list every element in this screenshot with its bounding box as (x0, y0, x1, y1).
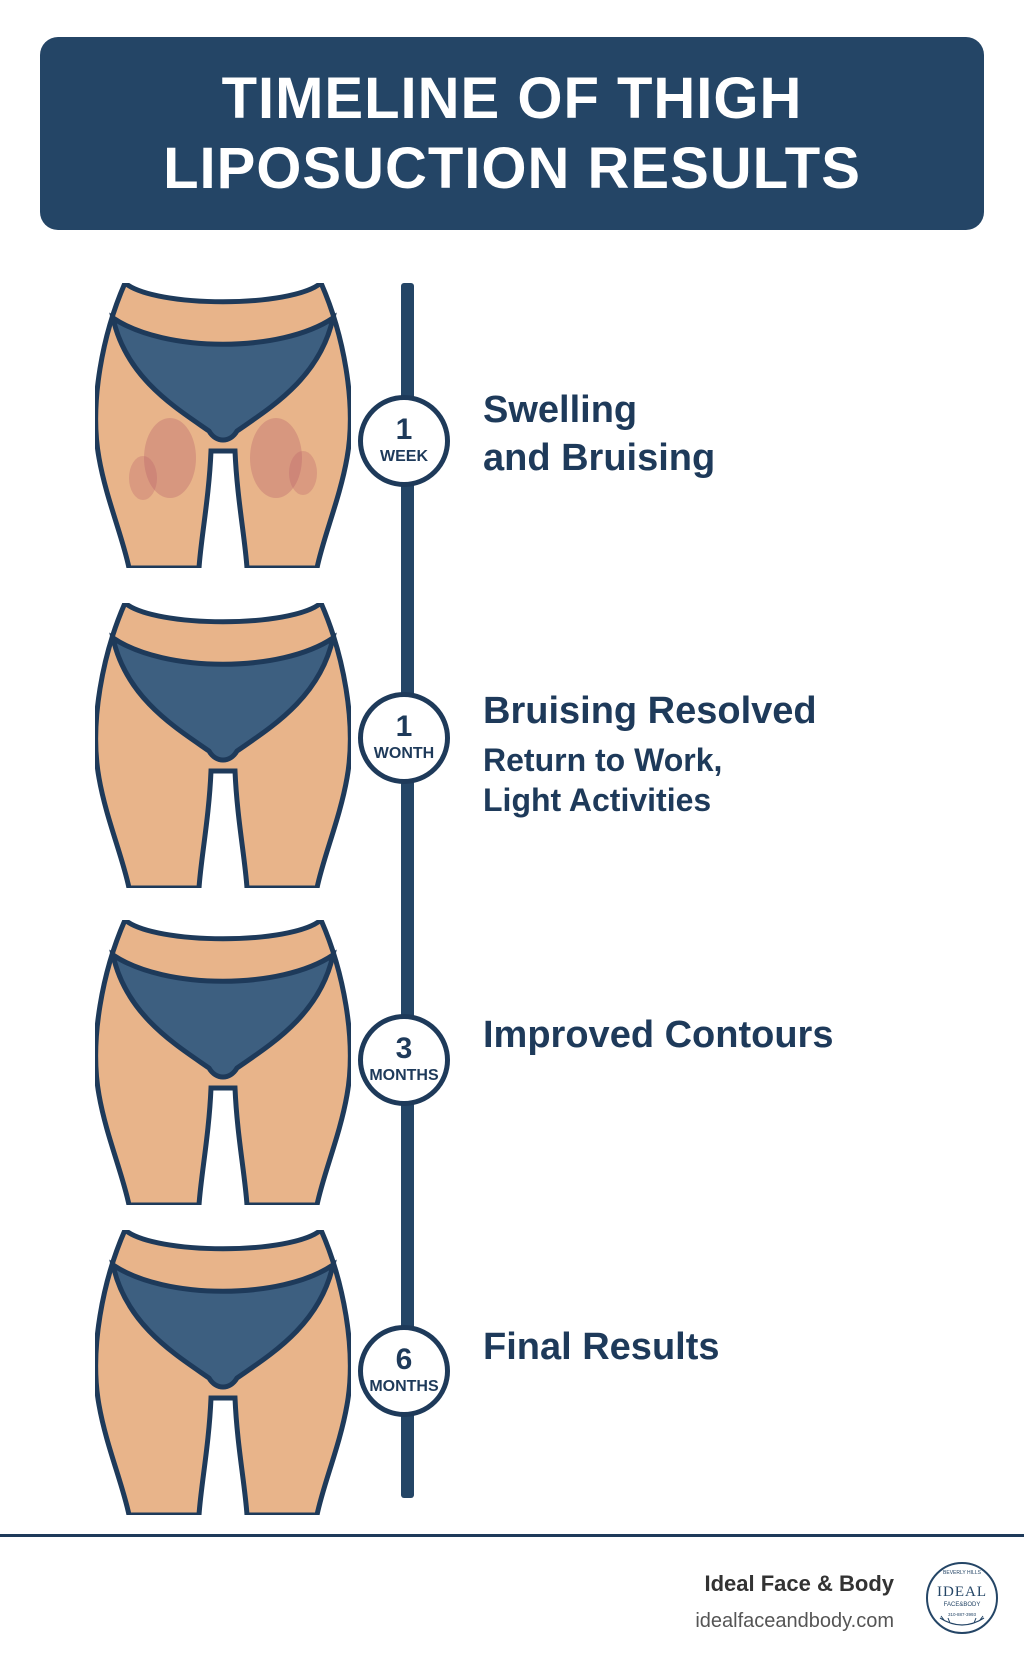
marker-unit: WEEK (380, 448, 428, 465)
timeline-marker-1-month: 1 WONTH (358, 692, 450, 784)
brand-name: Ideal Face & Body (704, 1571, 894, 1596)
marker-number: 3 (395, 1032, 413, 1065)
timeline-marker-6-months: 6 MONTHS (358, 1325, 450, 1417)
step-title-line-2: and Bruising (483, 437, 716, 479)
step-title: Improved Contours (483, 1014, 834, 1056)
step-title-line-1: Swelling (483, 389, 638, 431)
marker-unit: WONTH (373, 745, 435, 762)
marker-number: 1 (395, 710, 413, 743)
marker-unit: MONTHS (369, 1378, 439, 1395)
timeline-marker-3-months: 3 MONTHS (358, 1014, 450, 1106)
svg-text:FACE&BODY: FACE&BODY (944, 1602, 981, 1608)
thigh-illustration-1-week (95, 283, 351, 568)
svg-text:310-887-3993: 310-887-3993 (948, 1612, 977, 1617)
page-title-line-2: LIPOSUCTION RESULTS (163, 135, 861, 201)
step-title: Final Results (483, 1326, 720, 1368)
header-banner: TIMELINE OF THIGH LIPOSUCTION RESULTS (40, 37, 984, 230)
step-subtitle-line-2: Light Activities (483, 782, 712, 818)
marker-number: 1 (395, 413, 413, 446)
brand-url[interactable]: idealfaceandbody.com (695, 1610, 894, 1632)
thigh-illustration-3-months (95, 920, 351, 1205)
step-subtitle-line-1: Return to Work, (483, 742, 723, 778)
timeline-spine (401, 283, 414, 1498)
svg-text:BEVERLY HILLS: BEVERLY HILLS (943, 1570, 982, 1576)
page-title-line-1: TIMELINE OF THIGH (221, 65, 803, 131)
step-title: Bruising Resolved (483, 690, 817, 732)
marker-number: 6 (395, 1343, 413, 1376)
svg-text:IDEAL: IDEAL (937, 1584, 987, 1600)
marker-unit: MONTHS (369, 1067, 439, 1084)
thigh-illustration-6-months (95, 1230, 351, 1515)
timeline-marker-1-week: 1 WEEK (358, 395, 450, 487)
footer-divider (0, 1534, 1024, 1537)
thigh-illustration-1-month (95, 603, 351, 888)
brand-logo-icon: BEVERLY HILLS IDEAL FACE&BODY 310-887-39… (926, 1562, 998, 1634)
